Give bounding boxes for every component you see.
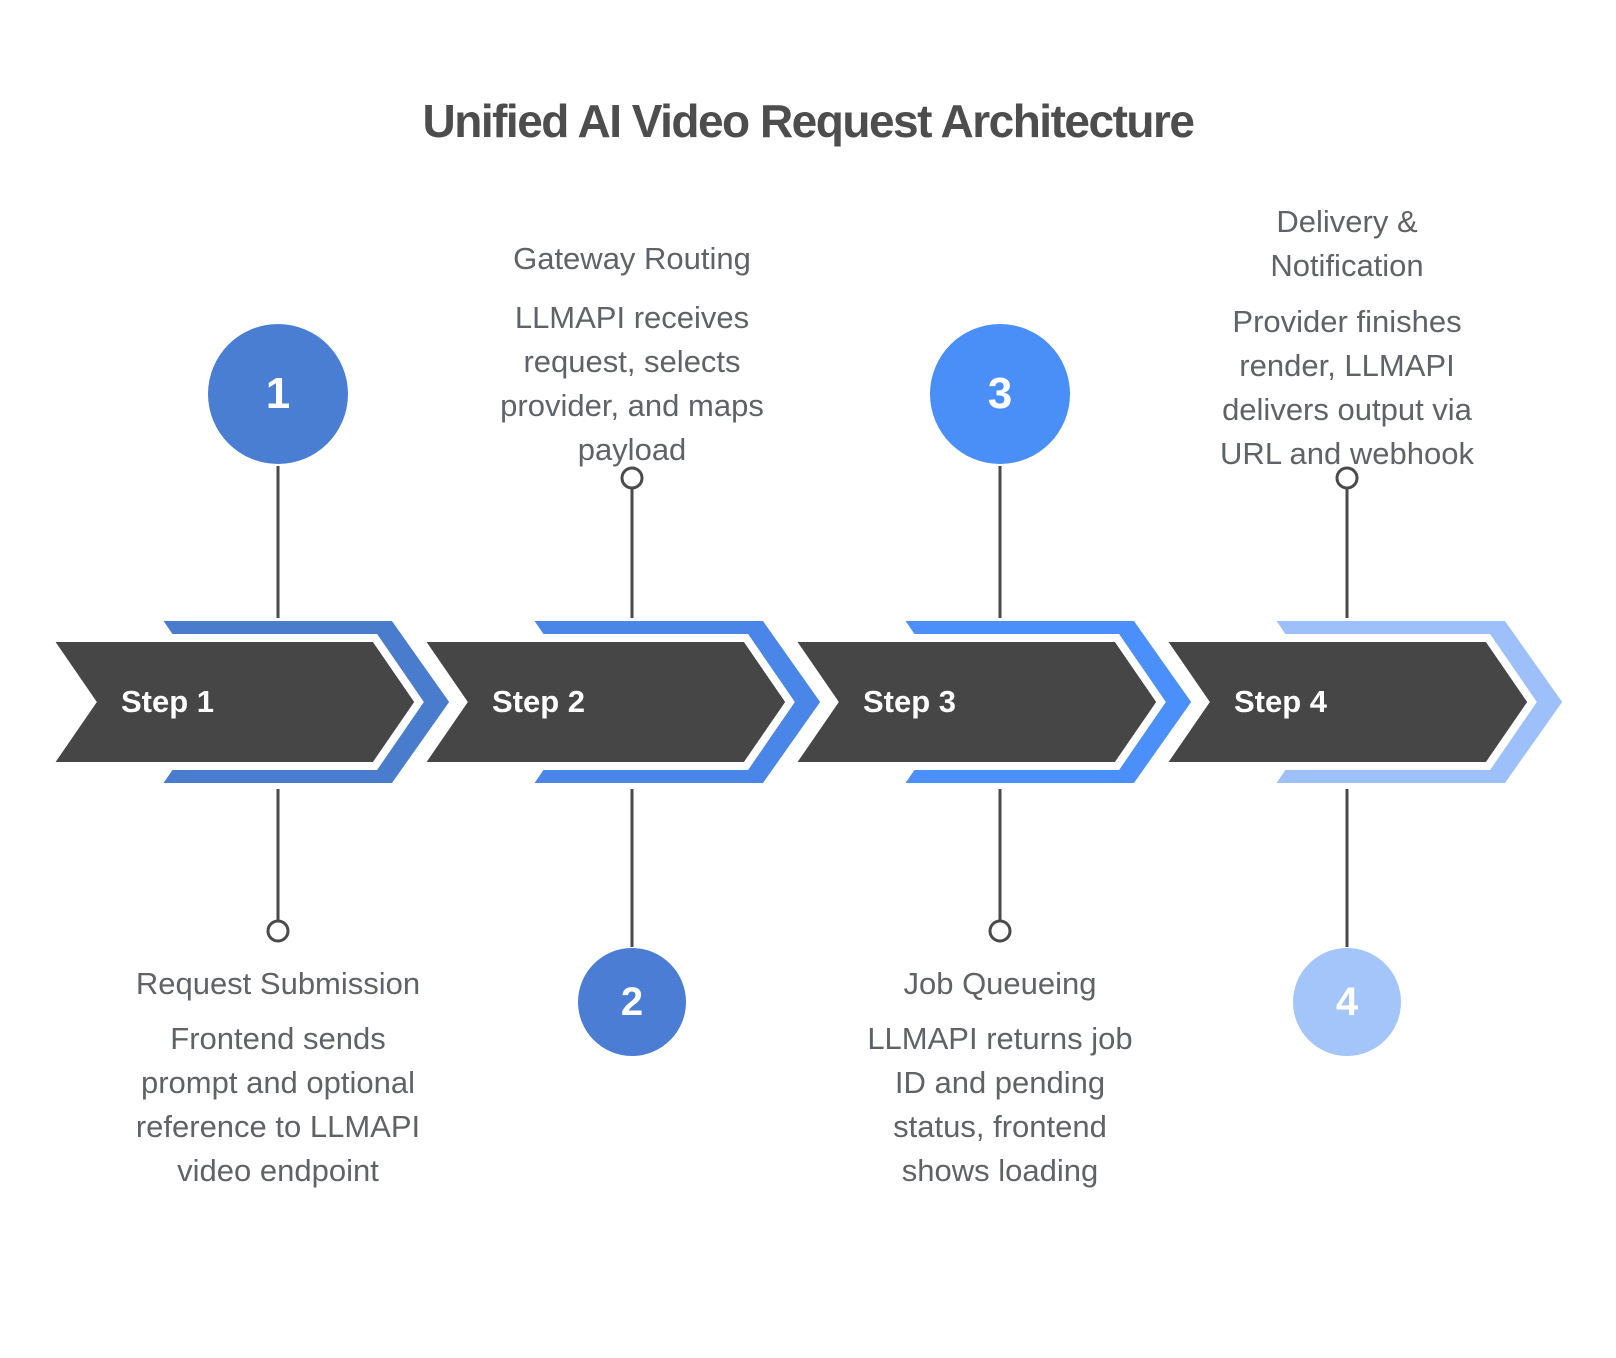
step-4-number-badge: 4 [1293, 948, 1401, 1056]
step-3-description: LLMAPI returns job ID and pending status… [867, 1021, 1133, 1188]
step-2-description: LLMAPI receives request, selects provide… [500, 300, 764, 467]
step-2-number-badge: 2 [578, 948, 686, 1056]
step-4-band-label: Step 4 [1234, 684, 1328, 719]
step-1-description: Frontend sends prompt and optional refer… [135, 1021, 421, 1188]
connector-ring-step-4 [1335, 466, 1359, 490]
step-4-heading: Delivery & Notification [1270, 204, 1424, 283]
chevron-dark-step-2 [411, 634, 795, 770]
connector-ring-step-2 [620, 466, 644, 490]
step-3-number-badge: 3 [930, 324, 1070, 464]
step-2-band-label: Step 2 [492, 684, 586, 719]
step-3-band-label: Step 3 [863, 684, 957, 719]
step-2-heading: Gateway Routing [513, 241, 751, 276]
step-1-band-label: Step 1 [121, 684, 215, 719]
step-1-heading: Request Submission [135, 966, 421, 1001]
step-1-number-badge: 1 [208, 324, 348, 464]
page-title: Unified AI Video Request Architecture [422, 95, 1195, 147]
chevron-dark-step-4 [1153, 634, 1537, 770]
step-3-heading: Job Queueing [903, 966, 1097, 1001]
step-4-description: Provider finishes render, LLMAPI deliver… [1220, 304, 1474, 471]
connector-ring-step-3 [988, 919, 1012, 943]
chevron-dark-step-3 [782, 634, 1166, 770]
connector-ring-step-1 [266, 919, 290, 943]
chevron-dark-step-1 [40, 634, 424, 770]
